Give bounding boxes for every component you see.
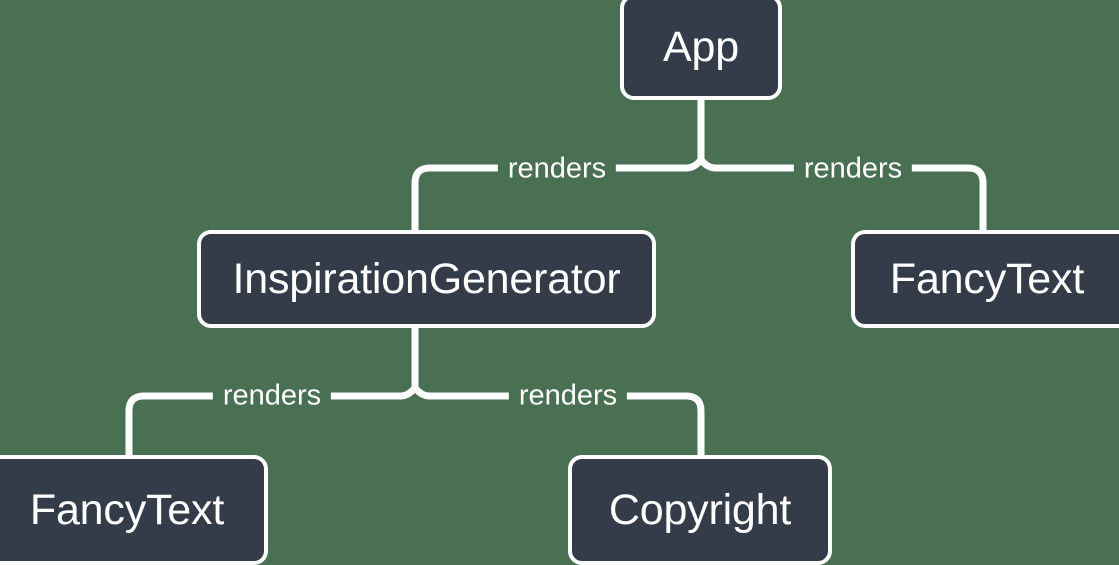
edge-app-to-fancytext xyxy=(698,157,987,230)
node-inspiration-generator[interactable]: InspirationGenerator xyxy=(197,230,656,328)
node-fancytext-top-label: FancyText xyxy=(889,254,1085,303)
edge-label-app-to-fancytext: renders xyxy=(793,154,913,184)
node-inspiration-generator-label: InspirationGenerator xyxy=(232,254,621,303)
node-fancytext-sub[interactable]: FancyText xyxy=(0,455,268,565)
edge-label-inspiration-to-fancytext: renders xyxy=(212,381,332,411)
node-app-label: App xyxy=(663,22,739,71)
node-fancytext-top[interactable]: FancyText xyxy=(851,230,1119,328)
edge-inspiration-to-copyright xyxy=(412,385,705,455)
edge-inspiration-to-fancytext xyxy=(125,385,418,455)
node-copyright[interactable]: Copyright xyxy=(568,455,832,565)
node-fancytext-sub-label: FancyText xyxy=(29,485,225,534)
node-app[interactable]: App xyxy=(620,0,782,100)
node-copyright-label: Copyright xyxy=(608,485,792,534)
edge-app-to-inspiration xyxy=(411,157,704,230)
edge-label-inspiration-to-copyright: renders xyxy=(508,381,628,411)
edge-label-app-to-inspiration: renders xyxy=(497,154,617,184)
